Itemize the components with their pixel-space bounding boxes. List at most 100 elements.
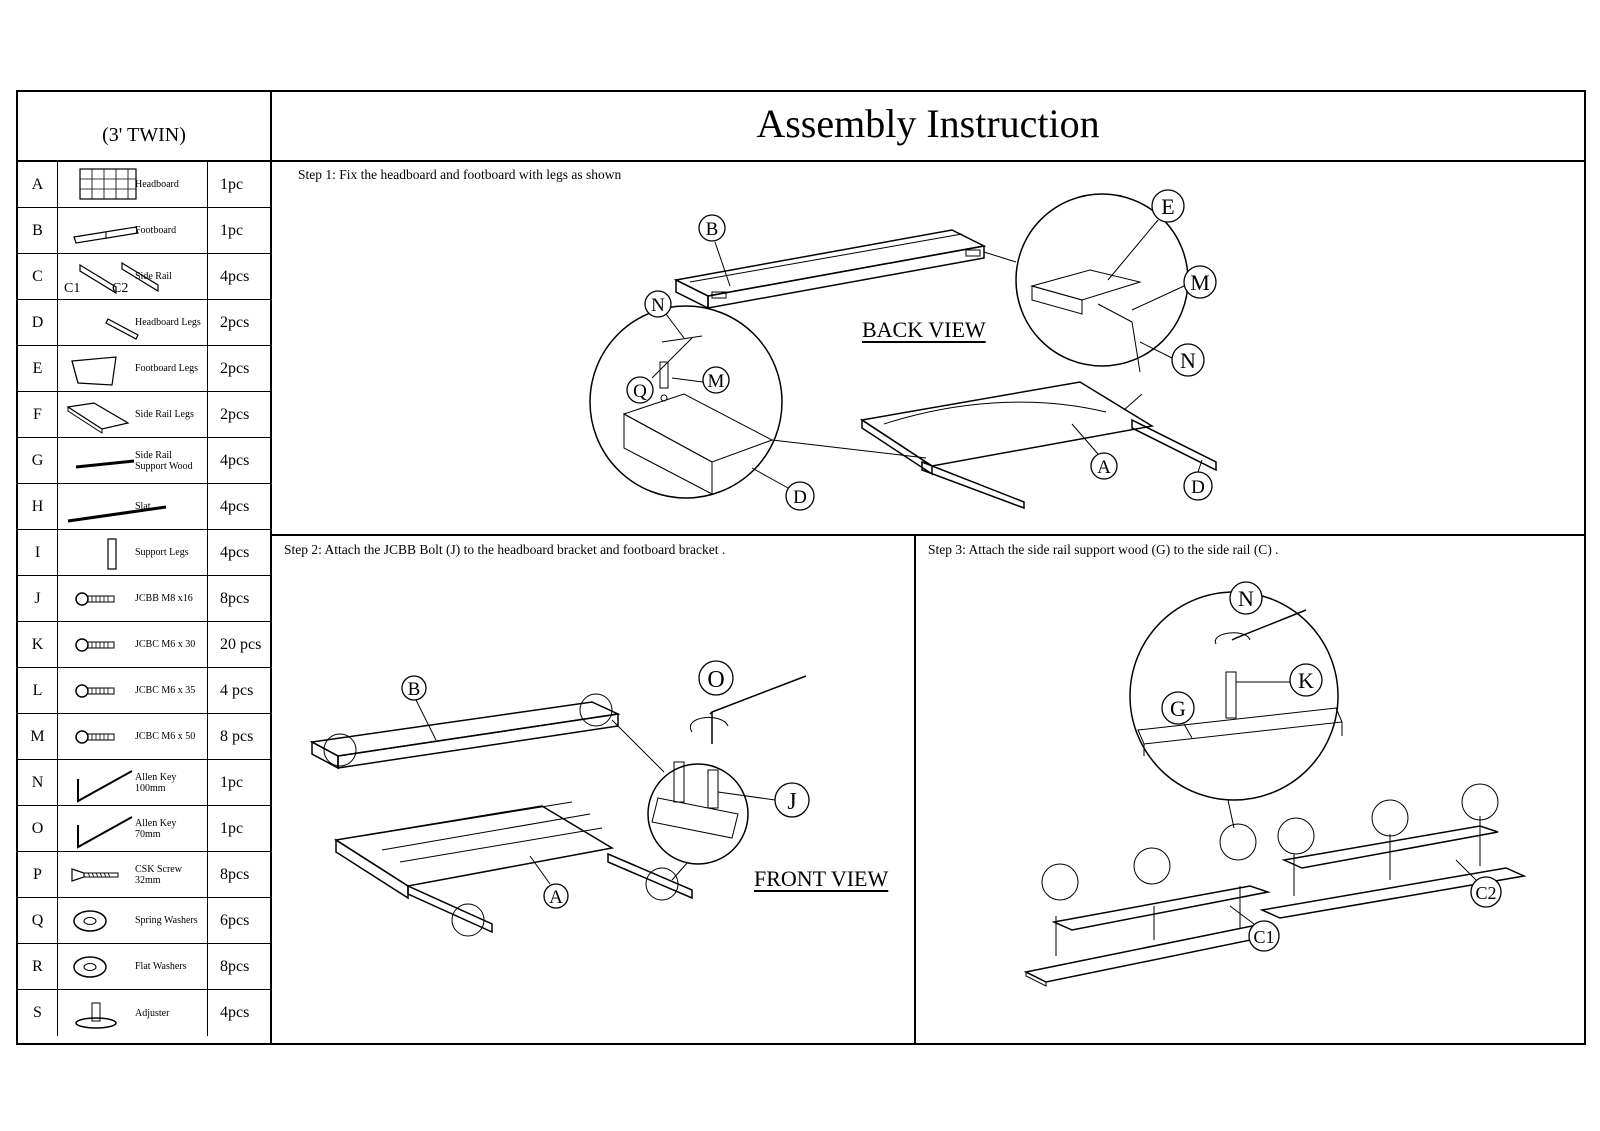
step2-callout-J: J <box>717 782 810 818</box>
part-letter: I <box>18 530 58 575</box>
part-name: Footboard Legs <box>135 363 199 374</box>
part-quantity: 1pc <box>220 175 244 193</box>
part-quantity: 4pcs <box>220 267 250 285</box>
step1-diagram: B E M N N Q M A D D <box>589 189 1217 511</box>
step3-callout-G: G <box>1161 691 1195 739</box>
part-picture-cell: Footboard Legs <box>58 346 208 391</box>
part-quantity: 1pc <box>220 773 244 791</box>
support-leg-icon <box>107 538 117 570</box>
part-name: Adjuster <box>135 1007 170 1019</box>
allen-key-icon <box>77 816 133 849</box>
part-name: Support Legs <box>135 547 189 558</box>
part-picture-cell: Adjuster <box>58 990 208 1036</box>
part-letter: C <box>18 254 58 299</box>
part-picture-cell: CSK Screw 32mm <box>58 852 208 897</box>
part-name: JCBC M6 x 30 <box>135 639 196 650</box>
part-row: S Adjuster 4pcs <box>18 990 270 1036</box>
step1-callout-A: A <box>1071 423 1118 480</box>
bed-size-label: (3' TWIN) <box>102 124 186 146</box>
part-sublabel: C1 <box>64 281 81 296</box>
part-quantity: 4 pcs <box>220 681 254 699</box>
part-picture-cell: Footboard <box>58 208 208 253</box>
part-letter: M <box>18 714 58 759</box>
step1-callout-M-right: M <box>1131 265 1217 311</box>
part-quantity: 1pc <box>220 221 244 239</box>
part-letter: F <box>18 392 58 437</box>
bolt-icon <box>75 592 115 606</box>
svg-text:N: N <box>651 295 665 316</box>
front-view-label: FRONT VIEW <box>754 866 889 891</box>
variant-cell: (3' TWIN) <box>18 92 270 162</box>
part-quantity: 8pcs <box>220 865 250 883</box>
part-picture-cell: Allen Key 100mm <box>58 760 208 805</box>
screw-icon <box>71 868 119 882</box>
bolt-icon <box>75 730 115 744</box>
svg-text:M: M <box>708 371 725 392</box>
footboard-leg-icon <box>71 356 117 386</box>
part-letter: N <box>18 760 58 805</box>
step2-callout-B: B <box>401 675 437 741</box>
support-wood-icon <box>75 459 135 469</box>
step1-callout-B: B <box>698 214 731 287</box>
svg-text:E: E <box>1161 194 1174 219</box>
step3-callout-C2: C2 <box>1455 859 1502 908</box>
part-letter: Q <box>18 898 58 943</box>
headboard-drawing <box>333 801 693 937</box>
part-name: Side Rail Support Wood <box>135 449 193 472</box>
step1-callout-Q: Q <box>626 376 654 404</box>
svg-text:D: D <box>1191 477 1205 498</box>
side-rail-c1-drawing <box>1023 885 1273 987</box>
part-quantity: 2pcs <box>220 313 250 331</box>
svg-text:M: M <box>1190 270 1210 295</box>
title-cell: Assembly Instruction <box>272 92 1584 162</box>
part-name: Slat <box>135 501 151 512</box>
svg-text:G: G <box>1170 696 1186 721</box>
part-name: Side Rail Legs <box>135 409 194 420</box>
part-letter: G <box>18 438 58 483</box>
part-picture-cell: Flat Washers <box>58 944 208 989</box>
step1-instruction: Step 1: Fix the headboard and footboard … <box>298 167 622 182</box>
part-quantity: 4pcs <box>220 1004 250 1021</box>
part-picture-cell: JCBC M6 x 35 <box>58 668 208 713</box>
part-letter: L <box>18 668 58 713</box>
part-row: L JCBC M6 x 35 4 pcs <box>18 668 270 714</box>
part-name: JCBC M6 x 35 <box>135 685 196 696</box>
part-name: Side Rail <box>135 271 172 282</box>
footboard-icon <box>73 226 139 244</box>
part-name: Spring Washers <box>135 915 198 926</box>
part-letter: B <box>18 208 58 253</box>
step1-callout-D-right: D <box>1183 459 1213 501</box>
step1-callout-M-left: M <box>671 366 730 394</box>
part-name: Headboard Legs <box>135 317 201 328</box>
part-quantity: 8pcs <box>220 589 250 607</box>
spring-washer-icon <box>73 910 107 932</box>
step2-diagram: B O J A <box>309 660 810 937</box>
footboard-drawing <box>309 693 621 770</box>
part-picture-cell: Slat <box>58 484 208 529</box>
part-quantity: 2pcs <box>220 405 250 423</box>
step3-diagram: N K G C1 C2 <box>1023 581 1527 987</box>
part-letter: R <box>18 944 58 989</box>
part-picture-cell: JCBC M6 x 30 <box>58 622 208 667</box>
step2-callout-O: O <box>698 660 734 696</box>
part-picture-cell: JCBC M6 x 50 <box>58 714 208 759</box>
allen-key-icon <box>77 770 133 803</box>
svg-text:B: B <box>706 219 719 240</box>
part-quantity: 8 pcs <box>220 727 254 745</box>
part-picture-cell: Headboard <box>58 162 208 207</box>
bolt-magnifier <box>611 719 749 881</box>
bolt-icon <box>75 638 115 652</box>
part-picture-cell: Headboard Legs <box>58 300 208 345</box>
part-letter: S <box>18 990 58 1036</box>
svg-text:A: A <box>1097 457 1111 478</box>
part-letter: A <box>18 162 58 207</box>
svg-text:O: O <box>707 667 724 693</box>
